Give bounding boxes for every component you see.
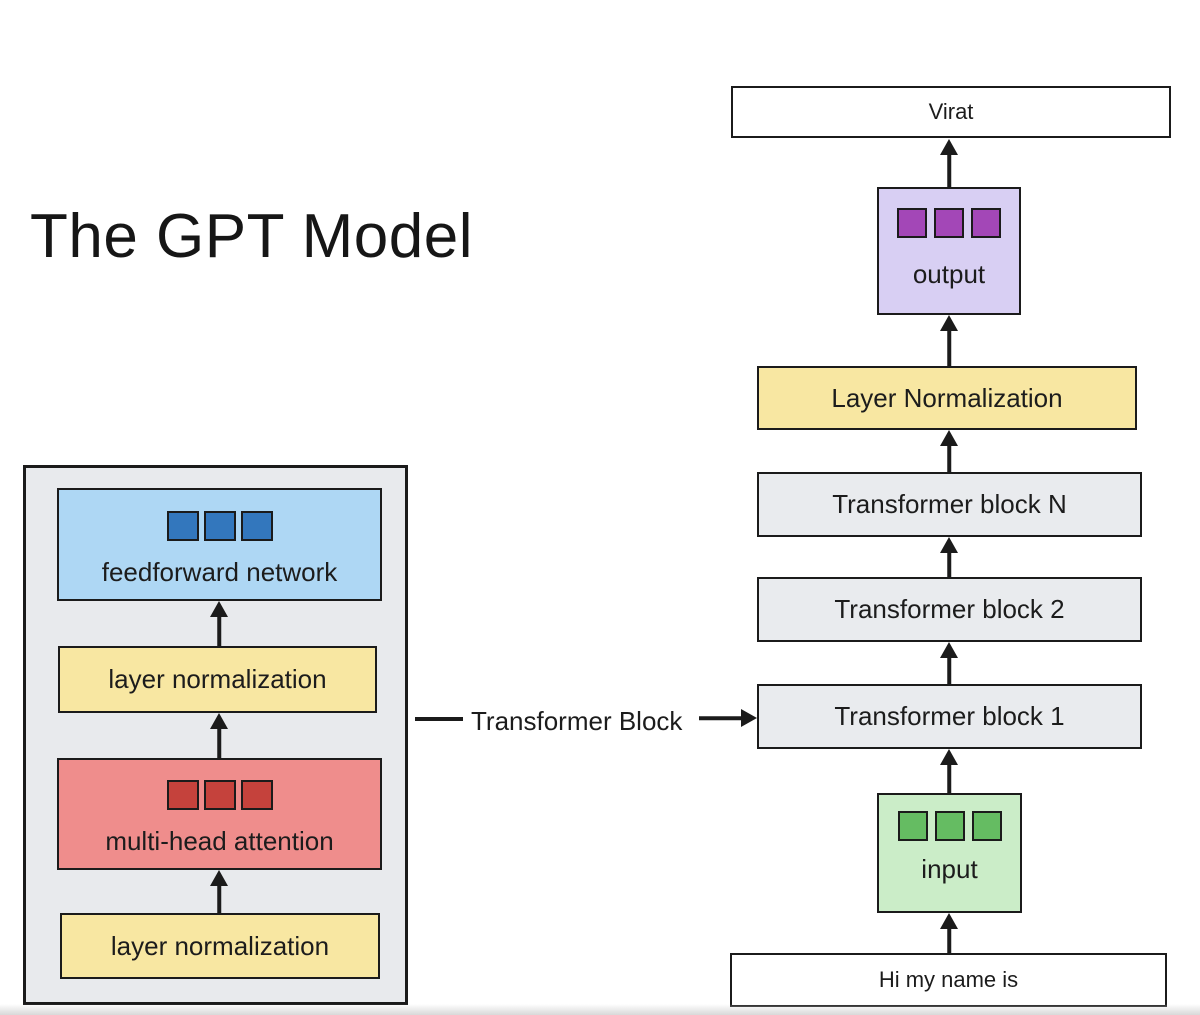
token-square xyxy=(166,780,199,810)
page-title: The GPT Model xyxy=(30,202,473,271)
token-square xyxy=(897,208,927,238)
arrow-stem xyxy=(947,328,951,366)
arrow-stem xyxy=(699,716,744,720)
arrow-head xyxy=(210,713,228,729)
up-arrow-icon xyxy=(208,870,230,913)
token-squares-row xyxy=(166,511,273,541)
arrow-stem xyxy=(947,762,951,793)
token-square xyxy=(240,780,273,810)
prompt-text-box: Hi my name is xyxy=(730,953,1167,1007)
feedforward-network-box: feedforward network xyxy=(57,488,382,601)
layer-normalization-top-label: layer normalization xyxy=(108,664,327,694)
token-square xyxy=(971,208,1001,238)
arrow-head xyxy=(210,870,228,886)
arrow-stem xyxy=(217,614,221,646)
connector-label: Transformer Block xyxy=(471,706,683,736)
up-arrow-icon xyxy=(208,601,230,646)
arrow-head xyxy=(940,642,958,658)
transformer-block-n-label: Transformer block N xyxy=(832,489,1067,519)
arrow-head xyxy=(940,749,958,765)
right-arrow-icon xyxy=(699,707,757,729)
predicted-token-box: Virat xyxy=(731,86,1171,138)
up-arrow-icon xyxy=(938,642,960,684)
multi-head-attention-label: multi-head attention xyxy=(105,826,334,856)
transformer-block-1-label: Transformer block 1 xyxy=(834,701,1065,731)
arrow-stem xyxy=(947,443,951,472)
up-arrow-icon xyxy=(938,537,960,577)
input-box: input xyxy=(877,793,1022,913)
transformer-block-1-box: Transformer block 1 xyxy=(757,684,1142,749)
token-square xyxy=(240,511,273,541)
token-square xyxy=(203,780,236,810)
token-square xyxy=(934,208,964,238)
arrow-stem xyxy=(947,550,951,577)
arrow-stem xyxy=(217,726,221,758)
arrow-head xyxy=(940,315,958,331)
window-bottom-edge xyxy=(0,1004,1200,1015)
token-square xyxy=(897,811,928,841)
token-squares-row xyxy=(897,811,1002,841)
layer-normalization-label: Layer Normalization xyxy=(831,382,1063,413)
arrow-head xyxy=(210,601,228,617)
input-label: input xyxy=(921,854,978,884)
up-arrow-icon xyxy=(938,139,960,187)
arrow-head xyxy=(940,139,958,155)
connector-dash-line xyxy=(415,717,463,721)
up-arrow-icon xyxy=(208,713,230,758)
feedforward-network-label: feedforward network xyxy=(101,557,338,587)
layer-normalization-bottom-label: layer normalization xyxy=(110,930,330,961)
predicted-token-label: Virat xyxy=(928,99,974,124)
token-squares-row xyxy=(897,208,1001,238)
multi-head-attention-box: multi-head attention xyxy=(57,758,382,870)
up-arrow-icon xyxy=(938,913,960,953)
up-arrow-icon xyxy=(938,430,960,472)
arrow-stem xyxy=(947,152,951,187)
token-squares-row xyxy=(166,780,273,810)
arrow-head xyxy=(940,913,958,929)
output-box: output xyxy=(877,187,1021,315)
token-square xyxy=(203,511,236,541)
arrow-head xyxy=(940,430,958,446)
up-arrow-icon xyxy=(938,749,960,793)
transformer-block-2-label: Transformer block 2 xyxy=(834,594,1065,624)
output-label: output xyxy=(912,259,986,289)
prompt-text-label: Hi my name is xyxy=(878,967,1019,992)
layer-normalization-bottom-box: layer normalization xyxy=(60,913,380,979)
arrow-head xyxy=(940,537,958,553)
arrow-head xyxy=(741,709,757,727)
up-arrow-icon xyxy=(938,315,960,366)
arrow-stem xyxy=(947,926,951,953)
layer-normalization-box: Layer Normalization xyxy=(757,366,1137,430)
arrow-stem xyxy=(947,655,951,684)
token-square xyxy=(971,811,1002,841)
transformer-block-2-box: Transformer block 2 xyxy=(757,577,1142,642)
token-square xyxy=(166,511,199,541)
layer-normalization-top-box: layer normalization xyxy=(58,646,377,713)
arrow-stem xyxy=(217,883,221,913)
token-square xyxy=(934,811,965,841)
transformer-block-n-box: Transformer block N xyxy=(757,472,1142,537)
